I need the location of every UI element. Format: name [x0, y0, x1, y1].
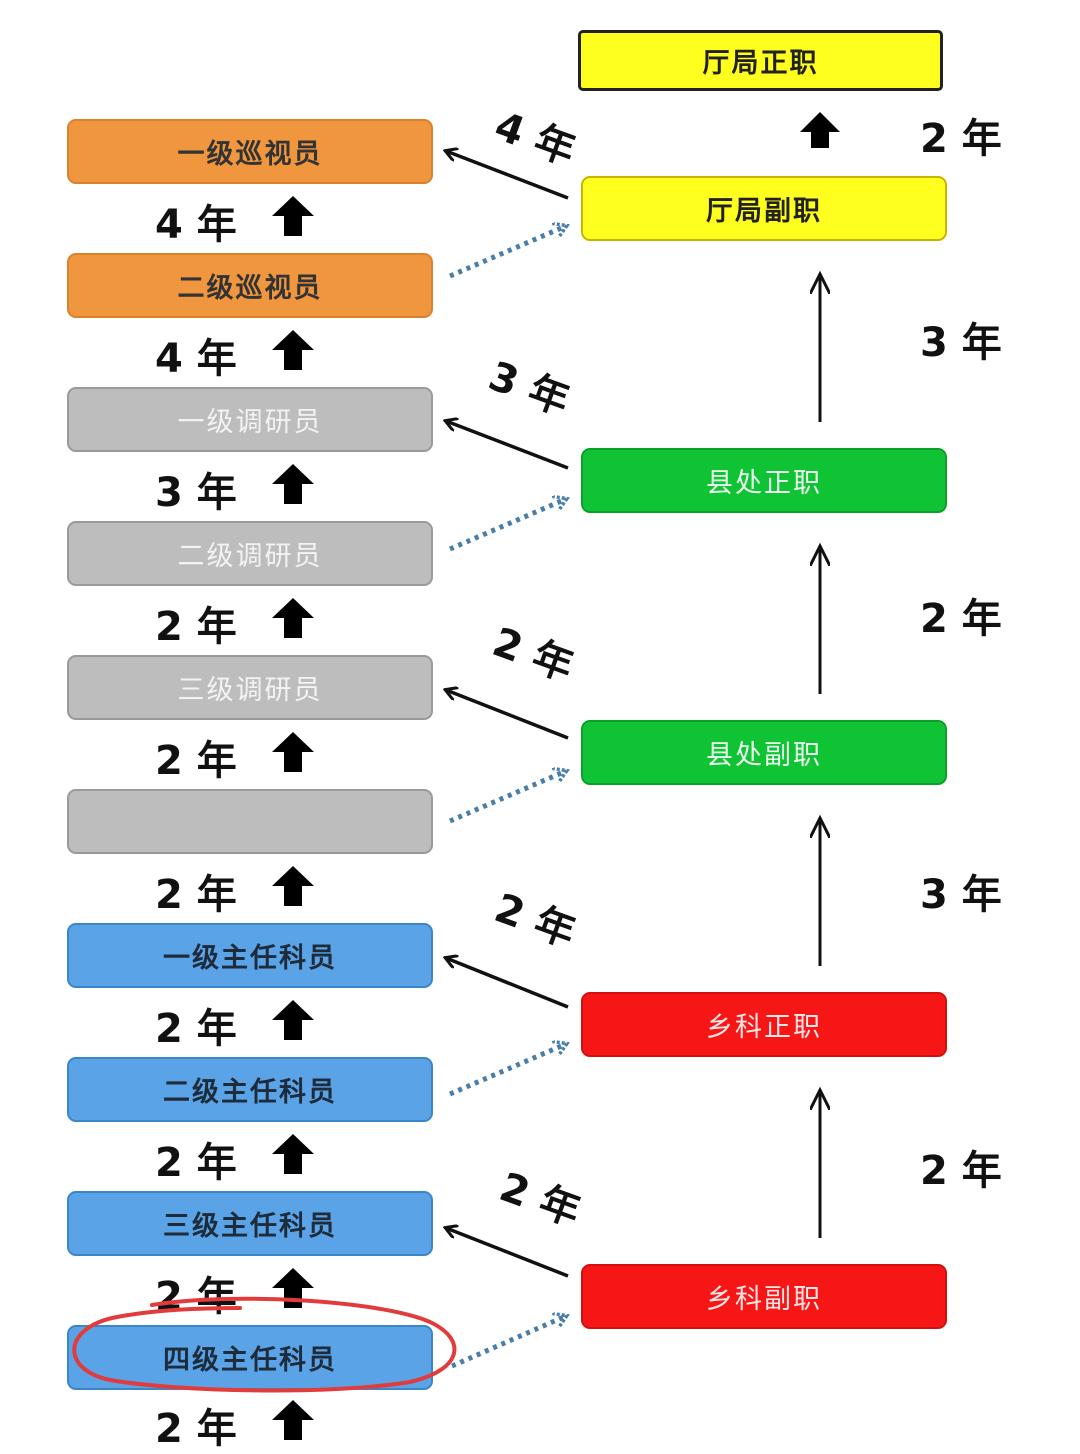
rank-label: 二级主任科员	[163, 1077, 337, 1108]
left-year-label: 2 年	[155, 738, 237, 784]
solid-arrow	[446, 151, 569, 200]
solid-arrow	[446, 690, 569, 740]
up-arrow-icon	[272, 1000, 314, 1040]
right-year-label: 3 年	[920, 872, 1002, 918]
right-year-label: 2 年	[920, 596, 1002, 642]
position-label: 厅局正职	[702, 48, 819, 79]
position-label: 厅局副职	[706, 196, 822, 227]
dotted-arrow	[449, 499, 566, 552]
rank-box-9: 三级主任科员	[67, 1191, 433, 1256]
left-year-label: 2 年	[155, 1140, 237, 1186]
left-year-label: 2 年	[155, 1006, 237, 1052]
left-year-label: 2 年	[155, 604, 237, 650]
up-arrow-icon	[272, 732, 314, 772]
right-year-label: 3 年	[920, 320, 1002, 366]
rank-label: 一级调研员	[177, 407, 323, 438]
rank-box-8: 二级主任科员	[67, 1057, 433, 1122]
position-label: 县处正职	[706, 468, 822, 499]
up-arrow-icon	[272, 866, 314, 906]
position-label: 县处副职	[706, 740, 822, 771]
rank-label: 四级主任科员	[163, 1345, 337, 1376]
up-arrow-icon	[272, 598, 314, 638]
right-year-label: 2 年	[920, 1148, 1002, 1194]
up-arrow-icon	[272, 1268, 314, 1308]
position-box-6: 乡科副职	[581, 1264, 947, 1329]
up-arrow-icon	[272, 196, 314, 236]
rank-box-2: 二级巡视员	[67, 253, 433, 318]
dotted-arrow	[449, 226, 566, 279]
up-arrow-icon	[272, 1400, 314, 1440]
solid-arrow	[446, 421, 569, 470]
rank-box-6	[67, 789, 433, 854]
position-box-2: 厅局副职	[581, 176, 947, 241]
rank-box-7: 一级主任科员	[67, 923, 433, 988]
position-box-4: 县处副职	[581, 720, 947, 785]
up-arrow-icon	[272, 1134, 314, 1174]
right-year-label: 2 年	[920, 116, 1002, 162]
rank-label: 一级巡视员	[177, 139, 323, 170]
up-arrow-icon	[272, 464, 314, 504]
left-year-label: 3 年	[155, 470, 237, 516]
position-box-3: 县处正职	[581, 448, 947, 513]
dotted-arrow	[449, 1044, 566, 1097]
position-label: 乡科副职	[706, 1284, 822, 1315]
position-box-5: 乡科正职	[581, 992, 947, 1057]
rank-label: 二级巡视员	[177, 273, 323, 304]
left-year-label: 4 年	[155, 202, 237, 248]
position-box-1: 厅局正职	[578, 30, 943, 91]
rank-box-5: 三级调研员	[67, 655, 433, 720]
rank-label: 一级主任科员	[163, 943, 337, 974]
highlight-circle	[72, 1296, 457, 1393]
up-arrow-icon	[800, 112, 840, 148]
rank-label: 二级调研员	[177, 541, 323, 572]
solid-arrow	[446, 958, 569, 1009]
rank-box-1: 一级巡视员	[67, 119, 433, 184]
rank-box-4: 二级调研员	[67, 521, 433, 586]
dotted-arrow	[450, 1316, 566, 1369]
rank-box-10: 四级主任科员	[67, 1325, 433, 1390]
rank-box-3: 一级调研员	[67, 387, 433, 452]
dotted-arrow	[449, 771, 566, 824]
solid-arrow	[446, 1228, 569, 1278]
rank-label: 三级调研员	[177, 675, 323, 706]
left-year-label: 4 年	[155, 336, 237, 382]
position-label: 乡科正职	[706, 1012, 822, 1043]
left-year-label: 2 年	[155, 872, 237, 918]
up-arrow-icon	[272, 330, 314, 370]
rank-label: 三级主任科员	[163, 1211, 337, 1242]
